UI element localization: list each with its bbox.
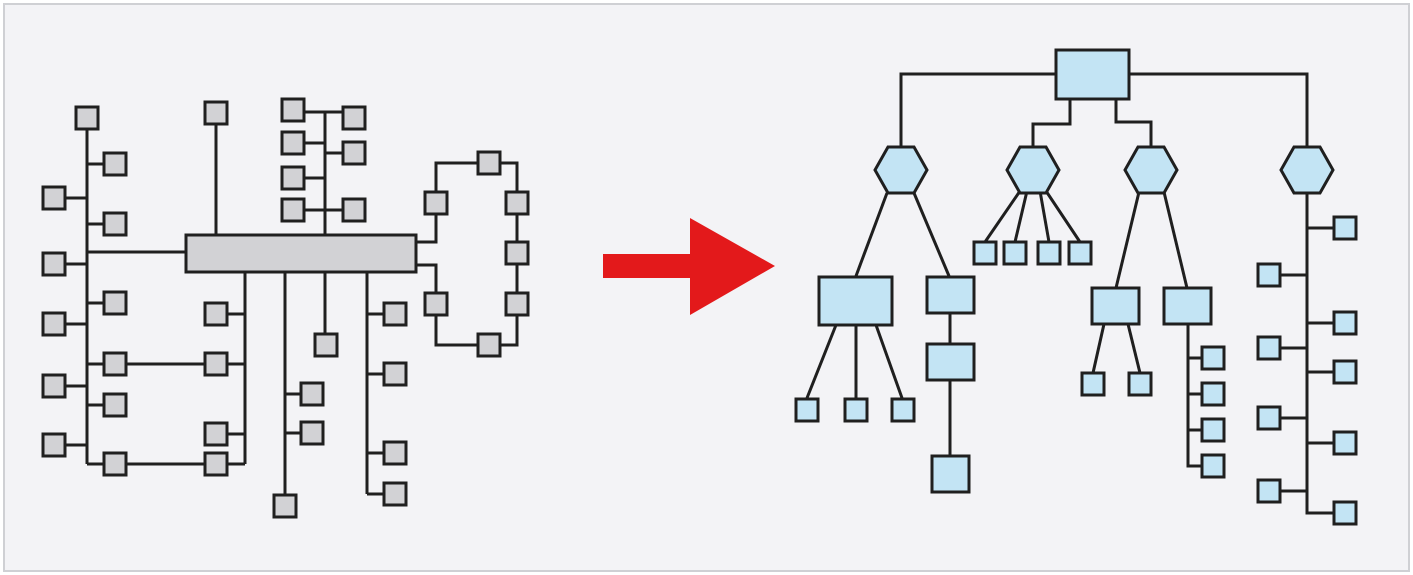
tree-hexagon-node: [1279, 145, 1335, 195]
tree-leaf-node: [1332, 430, 1358, 456]
unstructured-node: [41, 432, 67, 458]
tree-leaf-node: [890, 397, 916, 423]
unstructured-node: [102, 351, 128, 377]
unstructured-node: [382, 481, 408, 507]
tree-hexagon-node: [1123, 145, 1179, 195]
unstructured-node: [102, 392, 128, 418]
tree-leaf-node: [1002, 240, 1028, 266]
tree-leaf-node: [1256, 335, 1282, 361]
tree-branch-node: [925, 342, 976, 382]
tree-branch-node: [817, 275, 894, 327]
tree-leaf-node: [1332, 500, 1358, 526]
unstructured-node: [280, 97, 306, 123]
unstructured-node: [102, 151, 128, 177]
tree-leaf-node: [1332, 215, 1358, 241]
unstructured-node: [102, 451, 128, 477]
unstructured-node: [299, 381, 325, 407]
unstructured-node: [476, 332, 502, 358]
tree-leaf-node: [1200, 417, 1226, 443]
unstructured-nodes: [41, 97, 530, 519]
unstructured-node: [476, 150, 502, 176]
right-arrow-icon: [603, 218, 775, 315]
unstructured-node: [313, 332, 339, 358]
unstructured-node: [272, 493, 298, 519]
tree-branch-node: [925, 275, 976, 315]
tree-branch-node: [1090, 286, 1141, 326]
tree-leaf-node: [843, 397, 869, 423]
unstructured-node: [341, 140, 367, 166]
unstructured-node: [504, 190, 530, 216]
unstructured-node: [504, 291, 530, 317]
unstructured-node: [504, 240, 530, 266]
tree-leaf-node: [1080, 371, 1106, 397]
top-cluster-links: [214, 110, 343, 235]
tree-leaf-node: [1332, 310, 1358, 336]
tree-branch-node: [1162, 286, 1213, 326]
unstructured-node: [341, 105, 367, 131]
unstructured-node: [102, 290, 128, 316]
unstructured-node: [41, 311, 67, 337]
tree-leaf-node: [972, 240, 998, 266]
tree-leaf-node: [1256, 405, 1282, 431]
unstructured-node: [280, 197, 306, 223]
tree-leaf-node: [1256, 262, 1282, 288]
left-spine-links: [65, 128, 206, 466]
unstructured-node: [41, 373, 67, 399]
unstructured-node: [102, 211, 128, 237]
unstructured-node: [41, 251, 67, 277]
central-hub-node: [184, 233, 418, 274]
unstructured-node: [341, 197, 367, 223]
unstructured-node: [203, 301, 229, 327]
tree-leaf-node: [1256, 478, 1282, 504]
tree-leaf-nodes: [794, 215, 1358, 526]
unstructured-node: [280, 165, 306, 191]
tree-leaf-node: [1332, 359, 1358, 385]
unstructured-node: [382, 440, 408, 466]
unstructured-node: [203, 100, 229, 126]
tree-hexagon-node: [873, 145, 929, 195]
unstructured-node: [41, 185, 67, 211]
unstructured-node: [382, 361, 408, 387]
tree-leaf-node: [1200, 345, 1226, 371]
tree-leaf-node: [1127, 371, 1153, 397]
unstructured-node: [203, 451, 229, 477]
tree-hexagon-nodes: [873, 145, 1335, 195]
tree-root-node: [1054, 48, 1131, 101]
unstructured-node: [203, 351, 229, 377]
unstructured-node: [382, 301, 408, 327]
unstructured-node: [423, 190, 449, 216]
tree-leaf-node: [1200, 453, 1226, 479]
tree-branch-node: [930, 454, 971, 494]
tree-leaf-node: [1200, 381, 1226, 407]
tree-hexagon-node: [1005, 145, 1061, 195]
tree-leaf-node: [794, 397, 820, 423]
tree-leaf-node: [1067, 240, 1093, 266]
unstructured-node: [203, 421, 229, 447]
hierarchy-tree-links: [805, 48, 1334, 515]
unstructured-node: [280, 130, 306, 156]
unstructured-node: [299, 420, 325, 446]
unstructured-node: [423, 291, 449, 317]
bottom-branch-links: [228, 272, 384, 496]
tree-leaf-node: [1036, 240, 1062, 266]
unstructured-node: [74, 105, 100, 131]
